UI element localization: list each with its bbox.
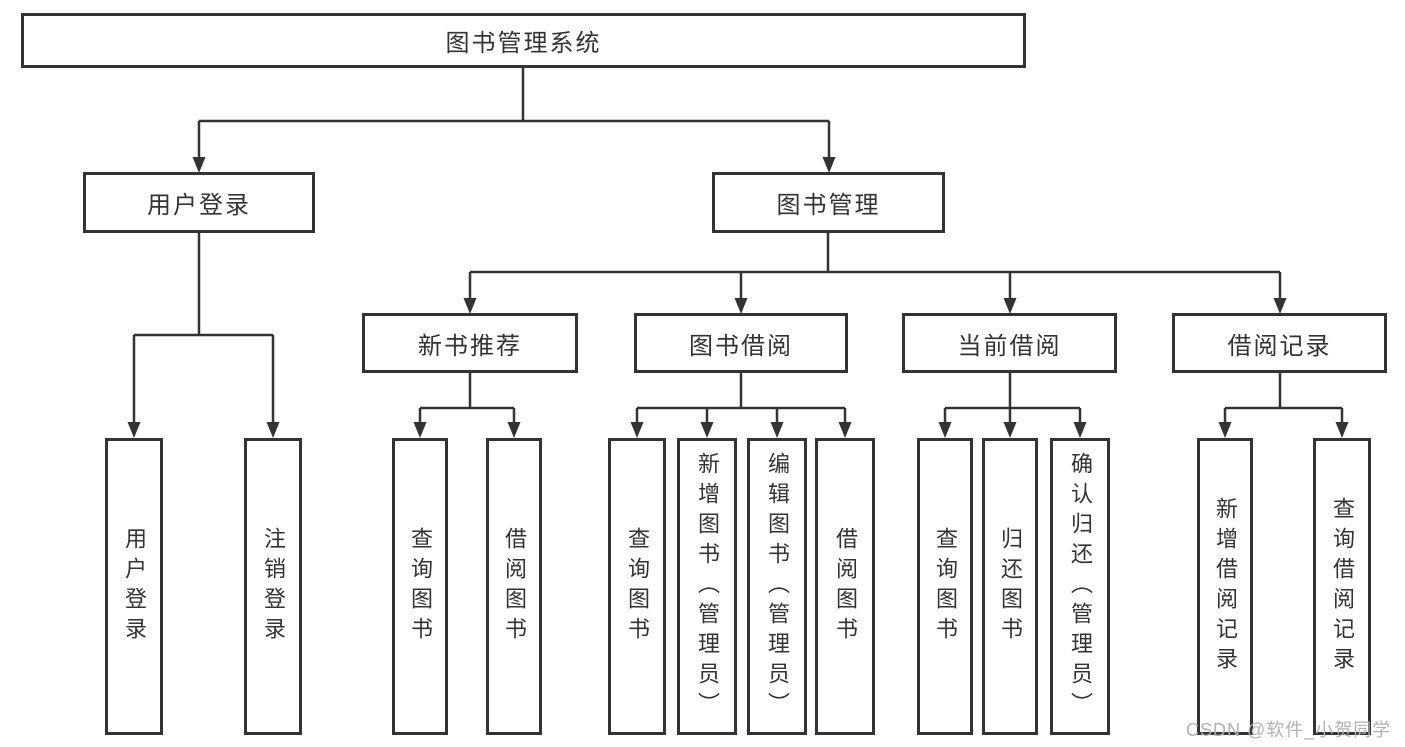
node-leaf-br-add-record: 新增借阅记录 [1197,438,1253,735]
arrow-down-icon [1003,298,1017,314]
connector-book-borrow-arrowheads [630,422,852,438]
connector-line [635,373,847,426]
node-leaf-cb-confirm-return: 确认归还（管理员） [1050,438,1110,735]
node-leaf-br-query-record-label: 查询借阅记录 [1330,496,1355,677]
node-user-login-label: 用户登录 [147,192,251,219]
node-leaf-nbr-query-book-label: 查询图书 [408,526,433,647]
node-user-login: 用户登录 [83,172,315,233]
arrow-down-icon [838,422,852,438]
connector-borrow-record-children [1223,373,1344,426]
connector-book-management-sections [468,233,1282,301]
arrow-down-icon [700,422,714,438]
connector-line [418,373,516,426]
node-leaf-bb-borrow-book-label: 借阅图书 [833,526,858,647]
node-book-borrow: 图书借阅 [634,313,848,373]
connector-new-book-recommend-children [418,373,516,426]
node-borrow-record-label: 借阅记录 [1227,332,1332,360]
csdn-watermark: CSDN @软件_小贺同学 [1186,720,1392,740]
node-leaf-bb-borrow-book: 借阅图书 [815,438,875,735]
node-leaf-logout: 注销登录 [244,438,302,735]
node-book-management-label: 图书管理 [776,192,881,219]
node-leaf-bb-query-book-label: 查询图书 [625,526,650,647]
node-book-borrow-label: 图书借阅 [689,332,793,360]
node-leaf-cb-return-book: 归还图书 [982,438,1038,735]
node-root-label: 图书管理系统 [445,30,602,57]
arrow-down-icon [1073,422,1087,438]
node-leaf-br-query-record: 查询借阅记录 [1313,438,1371,735]
arrow-down-icon [413,422,427,438]
node-leaf-logout-label: 注销登录 [261,526,286,647]
connector-book-borrow-children [635,373,847,426]
connector-line [1223,373,1344,426]
node-leaf-user-login: 用户登录 [105,438,163,735]
node-leaf-cb-query-book: 查询图书 [917,438,973,735]
node-current-borrow-label: 当前借阅 [957,332,1062,360]
connector-line [943,373,1082,426]
arrow-down-icon [734,298,748,314]
node-leaf-bb-edit-book-label: 编辑图书（管理员） [765,451,790,722]
node-leaf-bb-add-book-label: 新增图书（管理员） [695,451,720,722]
arrow-down-icon [1273,298,1287,314]
connector-root-arrowheads [192,157,836,173]
node-leaf-cb-return-book-label: 归还图书 [998,526,1023,647]
arrow-down-icon [507,422,521,438]
node-leaf-bb-add-book: 新增图书（管理员） [677,438,737,735]
node-leaf-nbr-borrow-book: 借阅图书 [486,438,542,735]
node-leaf-nbr-query-book: 查询图书 [392,438,448,735]
arrow-down-icon [938,422,952,438]
connector-line [132,233,275,425]
node-book-management: 图书管理 [712,172,945,233]
arrow-down-icon [630,422,644,438]
connector-current-borrow-arrowheads [938,422,1087,438]
connector-book-management-arrowheads [463,298,1287,314]
arrow-down-icon [822,157,836,173]
connector-current-borrow-children [943,373,1082,426]
node-leaf-br-add-record-label: 新增借阅记录 [1213,496,1238,677]
arrow-down-icon [770,422,784,438]
node-borrow-record: 借阅记录 [1172,313,1387,373]
arrow-down-icon [463,298,477,314]
node-current-borrow: 当前借阅 [902,313,1117,373]
connector-user-login-arrowheads [127,422,280,438]
arrow-down-icon [127,422,141,438]
node-new-book-recommend: 新书推荐 [362,313,578,373]
connector-root-to-level2 [197,68,831,160]
connector-borrow-record-arrowheads [1218,422,1349,438]
node-leaf-cb-query-book-label: 查询图书 [933,526,958,647]
arrow-down-icon [1003,422,1017,438]
arrow-down-icon [266,422,280,438]
node-leaf-nbr-borrow-book-label: 借阅图书 [502,526,527,647]
connector-line [197,68,831,160]
node-leaf-bb-query-book: 查询图书 [608,438,666,735]
arrow-down-icon [192,157,206,173]
node-leaf-user-login-label: 用户登录 [122,526,147,647]
node-leaf-bb-edit-book: 编辑图书（管理员） [747,438,807,735]
connector-new-book-recommend-arrowheads [413,422,521,438]
arrow-down-icon [1218,422,1232,438]
arrow-down-icon [1335,422,1349,438]
connector-user-login-children [132,233,275,425]
connector-line [468,233,1282,301]
node-root: 图书管理系统 [21,13,1026,68]
node-leaf-cb-confirm-return-label: 确认归还（管理员） [1068,451,1093,722]
node-new-book-recommend-label: 新书推荐 [418,332,522,360]
